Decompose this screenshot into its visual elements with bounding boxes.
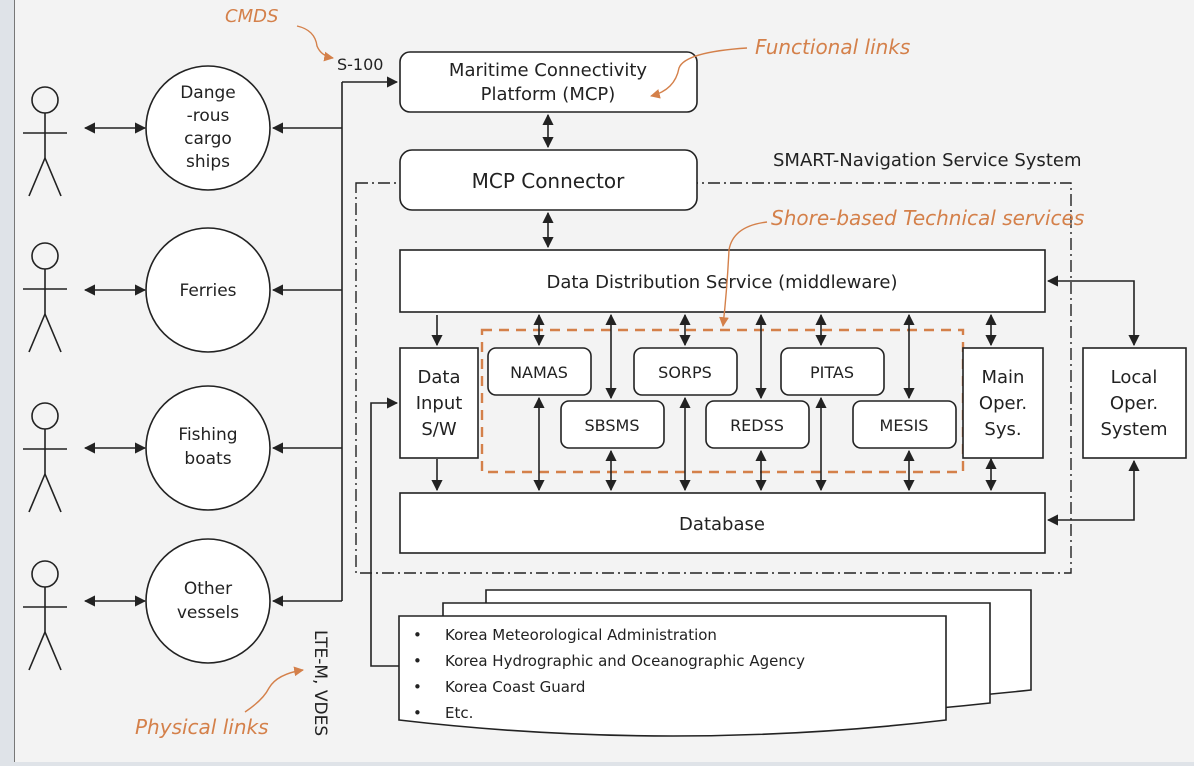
system-boundary <box>355 182 1072 574</box>
dds-label: Data Distribution Service (middleware) <box>546 272 897 293</box>
external-sources: • • • • Korea Meteorological Administrat… <box>398 589 1032 737</box>
mcp-title-line: Maritime Connectivity <box>449 60 647 81</box>
data-input-line: Data <box>418 367 461 388</box>
s100-label: S-100 <box>337 55 383 74</box>
cmds-label: CMDS <box>225 6 278 27</box>
ship-label-line: Fishing <box>178 425 237 445</box>
service-sorps: SORPS <box>633 347 738 396</box>
functional-links-label: Functional links <box>755 35 910 59</box>
person-icon <box>23 242 67 353</box>
sources-input-link <box>370 397 399 667</box>
local-oper-line: Oper. <box>1110 393 1158 414</box>
mcp-title-line: Platform (MCP) <box>481 84 616 105</box>
ship-label-line: cargo <box>184 129 232 149</box>
ship-label-line: -rous <box>187 106 230 126</box>
service-mesis: MESIS <box>852 400 957 449</box>
service-label: SORPS <box>658 363 712 382</box>
ship-label-line: Dange <box>180 83 236 103</box>
service-redss: REDSS <box>705 400 810 449</box>
functional-links-arrow <box>650 47 748 99</box>
person-ship-arrows <box>83 122 147 607</box>
ship-node-ferries: Ferries <box>145 227 271 353</box>
shore-services-label: Shore-based Technical services <box>771 206 1084 230</box>
lte-vdes-label: LTE-M, VDES <box>310 630 330 736</box>
local-oper-links <box>1046 275 1140 526</box>
bullet-glyph: • <box>413 626 422 644</box>
dds-box: Data Distribution Service (middleware) <box>399 249 1046 313</box>
service-pitas: PITAS <box>780 347 885 396</box>
physical-links-arrow <box>244 666 304 713</box>
service-label: SBSMS <box>585 416 640 435</box>
ship-node-other-vessels: Other vessels <box>145 538 271 664</box>
database-box: Database <box>399 492 1046 554</box>
data-input-box: Data Input S/W <box>399 347 479 459</box>
physical-link-bus <box>271 76 399 607</box>
service-label: NAMAS <box>510 363 568 382</box>
data-input-line: Input <box>416 393 463 414</box>
service-label: MESIS <box>880 416 929 435</box>
ship-label-line: vessels <box>177 603 239 623</box>
local-oper-box: Local Oper. System <box>1082 347 1187 459</box>
main-oper-box: Main Oper. Sys. <box>962 347 1044 459</box>
shore-services-arrow <box>719 221 768 327</box>
service-data-links <box>431 313 997 492</box>
database-label: Database <box>679 514 765 535</box>
service-label: PITAS <box>810 363 854 382</box>
mcp-platform-box: Maritime Connectivity Platform (MCP) <box>399 51 698 113</box>
mcp-connector-label: MCP Connector <box>472 169 626 193</box>
ship-label-line: Ferries <box>179 281 236 301</box>
bullet-glyph: • <box>413 678 422 696</box>
diagram-svg: SMART-Navigation Service System Dange -r… <box>23 6 1187 739</box>
diagram-canvas: SMART-Navigation Service System Dange -r… <box>14 0 1194 762</box>
source-item: Korea Hydrographic and Oceanographic Age… <box>445 652 805 670</box>
mcp-connector-box: MCP Connector <box>399 149 698 211</box>
service-label: REDSS <box>730 416 784 435</box>
person-icon <box>23 560 67 671</box>
system-title: SMART-Navigation Service System <box>773 150 1081 171</box>
service-sbsms: SBSMS <box>560 400 665 449</box>
main-oper-line: Main <box>982 367 1025 388</box>
service-namas: NAMAS <box>487 347 592 396</box>
ship-label-line: boats <box>184 449 231 469</box>
person-icon <box>23 402 67 513</box>
cmds-arrow <box>296 25 334 62</box>
source-item: Korea Meteorological Administration <box>445 626 717 644</box>
main-oper-line: Oper. <box>979 393 1027 414</box>
ship-label-line: ships <box>186 152 230 172</box>
main-oper-line: Sys. <box>984 419 1021 440</box>
ship-node-fishing-boats: Fishing boats <box>145 385 271 511</box>
ship-label-line: Other <box>184 579 232 599</box>
local-oper-line: Local <box>1111 367 1158 388</box>
ship-node-dangerous-cargo: Dange -rous cargo ships <box>145 65 271 191</box>
physical-links-label: Physical links <box>135 715 269 739</box>
person-icon <box>23 86 67 197</box>
data-input-line: S/W <box>421 419 456 440</box>
local-oper-line: System <box>1100 419 1167 440</box>
bullet-glyph: • <box>413 704 422 722</box>
source-item: Etc. <box>445 704 473 722</box>
source-item: Korea Coast Guard <box>445 678 585 696</box>
bullet-glyph: • <box>413 652 422 670</box>
